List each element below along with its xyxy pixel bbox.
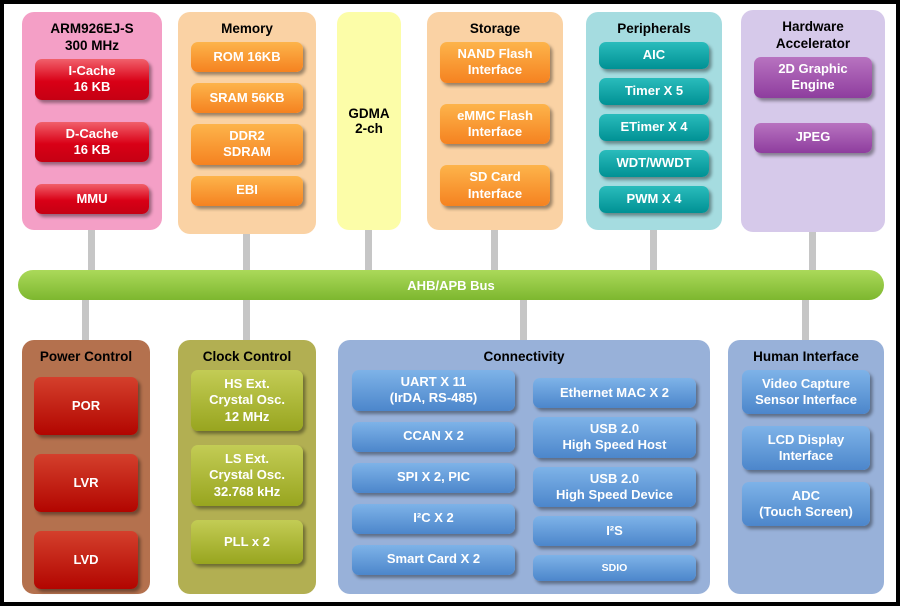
memory-title: Memory bbox=[221, 21, 273, 36]
connector-bus-human bbox=[802, 298, 809, 342]
connector-memory-bus bbox=[243, 228, 250, 274]
i2c-block: I²C X 2 bbox=[352, 503, 515, 534]
adc-touch-screen-block: ADC (Touch Screen) bbox=[742, 481, 870, 526]
storage-items: NAND Flash Interface eMMC Flash Interfac… bbox=[427, 41, 563, 207]
hs-crystal-osc-block: HS Ext. Crystal Osc. 12 MHz bbox=[191, 369, 303, 431]
hardware-accelerator-block: Hardware Accelerator 2D Graphic Engine J… bbox=[741, 10, 885, 232]
power-control-block: Power Control POR LVR LVD bbox=[22, 340, 150, 594]
spi-pic-block: SPI X 2, PIC bbox=[352, 462, 515, 493]
connectivity-title: Connectivity bbox=[483, 349, 565, 364]
wdt-wwdt-block: WDT/WWDT bbox=[599, 149, 709, 177]
arm-cpu-title: ARM926EJ-S 300 MHz bbox=[50, 21, 134, 53]
connectivity-column-left: UART X 11 (IrDA, RS-485) CCAN X 2 SPI X … bbox=[352, 369, 515, 582]
arm-cpu-block: ARM926EJ-S 300 MHz I-Cache 16 KB D-Cache… bbox=[22, 12, 162, 230]
ls-crystal-osc-block: LS Ext. Crystal Osc. 32.768 kHz bbox=[191, 445, 303, 507]
aic-block: AIC bbox=[599, 41, 709, 69]
connector-bus-connectivity bbox=[520, 298, 527, 342]
memory-block: Memory ROM 16KB SRAM 56KB DDR2 SDRAM EBI bbox=[178, 12, 316, 234]
connector-gdma-bus bbox=[365, 228, 372, 274]
peripherals-items: AIC Timer X 5 ETimer X 4 WDT/WWDT PWM X … bbox=[586, 41, 722, 213]
human-interface-title: Human Interface bbox=[753, 349, 859, 364]
dcache-block: D-Cache 16 KB bbox=[35, 121, 149, 163]
ethernet-mac-block: Ethernet MAC X 2 bbox=[533, 377, 696, 408]
connector-storage-bus bbox=[491, 228, 498, 274]
lvr-block: LVR bbox=[34, 453, 138, 512]
peripherals-block: Peripherals AIC Timer X 5 ETimer X 4 WDT… bbox=[586, 12, 722, 230]
smart-card-block: Smart Card X 2 bbox=[352, 544, 515, 575]
connector-peripherals-bus bbox=[650, 228, 657, 274]
ahb-apb-bus: AHB/APB Bus bbox=[18, 270, 884, 300]
usb-device-block: USB 2.0 High Speed Device bbox=[533, 466, 696, 508]
video-capture-block: Video Capture Sensor Interface bbox=[742, 369, 870, 414]
ccan-block: CCAN X 2 bbox=[352, 421, 515, 452]
por-block: POR bbox=[34, 376, 138, 435]
icache-block: I-Cache 16 KB bbox=[35, 58, 149, 100]
sdio-block: SDIO bbox=[533, 555, 696, 582]
connector-bus-power bbox=[82, 298, 89, 342]
arm-cpu-items: I-Cache 16 KB D-Cache 16 KB MMU bbox=[22, 58, 162, 215]
lcd-display-block: LCD Display Interface bbox=[742, 425, 870, 470]
ddr2-sdram-block: DDR2 SDRAM bbox=[191, 123, 303, 165]
sram-block: SRAM 56KB bbox=[191, 82, 303, 113]
lvd-block: LVD bbox=[34, 530, 138, 589]
connectivity-column-right: Ethernet MAC X 2 USB 2.0 High Speed Host… bbox=[533, 377, 696, 582]
gdma-block: GDMA 2-ch bbox=[337, 12, 401, 230]
peripherals-title: Peripherals bbox=[617, 21, 691, 36]
rom-block: ROM 16KB bbox=[191, 41, 303, 72]
ebi-block: EBI bbox=[191, 175, 303, 206]
power-control-items: POR LVR LVD bbox=[22, 376, 150, 589]
sd-card-interface-block: SD Card Interface bbox=[440, 165, 550, 207]
uart-block: UART X 11 (IrDA, RS-485) bbox=[352, 369, 515, 411]
usb-host-block: USB 2.0 High Speed Host bbox=[533, 416, 696, 458]
power-control-title: Power Control bbox=[39, 349, 133, 364]
2d-graphic-engine-block: 2D Graphic Engine bbox=[754, 56, 872, 98]
human-interface-block: Human Interface Video Capture Sensor Int… bbox=[728, 340, 884, 594]
hardware-accelerator-items: 2D Graphic Engine JPEG bbox=[741, 56, 885, 153]
timer-block: Timer X 5 bbox=[599, 77, 709, 105]
connectivity-columns: UART X 11 (IrDA, RS-485) CCAN X 2 SPI X … bbox=[338, 369, 710, 582]
clock-control-items: HS Ext. Crystal Osc. 12 MHz LS Ext. Crys… bbox=[178, 369, 316, 565]
clock-control-title: Clock Control bbox=[202, 349, 292, 364]
storage-title: Storage bbox=[469, 21, 521, 36]
emmc-flash-interface-block: eMMC Flash Interface bbox=[440, 103, 550, 145]
connector-arm-bus bbox=[88, 228, 95, 274]
connector-bus-clock bbox=[243, 298, 250, 342]
nand-flash-interface-block: NAND Flash Interface bbox=[440, 41, 550, 83]
connectivity-block: Connectivity UART X 11 (IrDA, RS-485) CC… bbox=[338, 340, 710, 594]
clock-control-block: Clock Control HS Ext. Crystal Osc. 12 MH… bbox=[178, 340, 316, 594]
human-interface-items: Video Capture Sensor Interface LCD Displ… bbox=[728, 369, 884, 526]
pwm-block: PWM X 4 bbox=[599, 185, 709, 213]
etimer-block: ETimer X 4 bbox=[599, 113, 709, 141]
storage-block: Storage NAND Flash Interface eMMC Flash … bbox=[427, 12, 563, 230]
i2s-block: I²S bbox=[533, 516, 696, 547]
memory-items: ROM 16KB SRAM 56KB DDR2 SDRAM EBI bbox=[178, 41, 316, 206]
pll-block: PLL x 2 bbox=[191, 520, 303, 565]
jpeg-block: JPEG bbox=[754, 122, 872, 153]
hardware-accelerator-title: Hardware Accelerator bbox=[775, 19, 851, 51]
connector-hw-accel-bus bbox=[809, 228, 816, 274]
mmu-block: MMU bbox=[35, 184, 149, 215]
